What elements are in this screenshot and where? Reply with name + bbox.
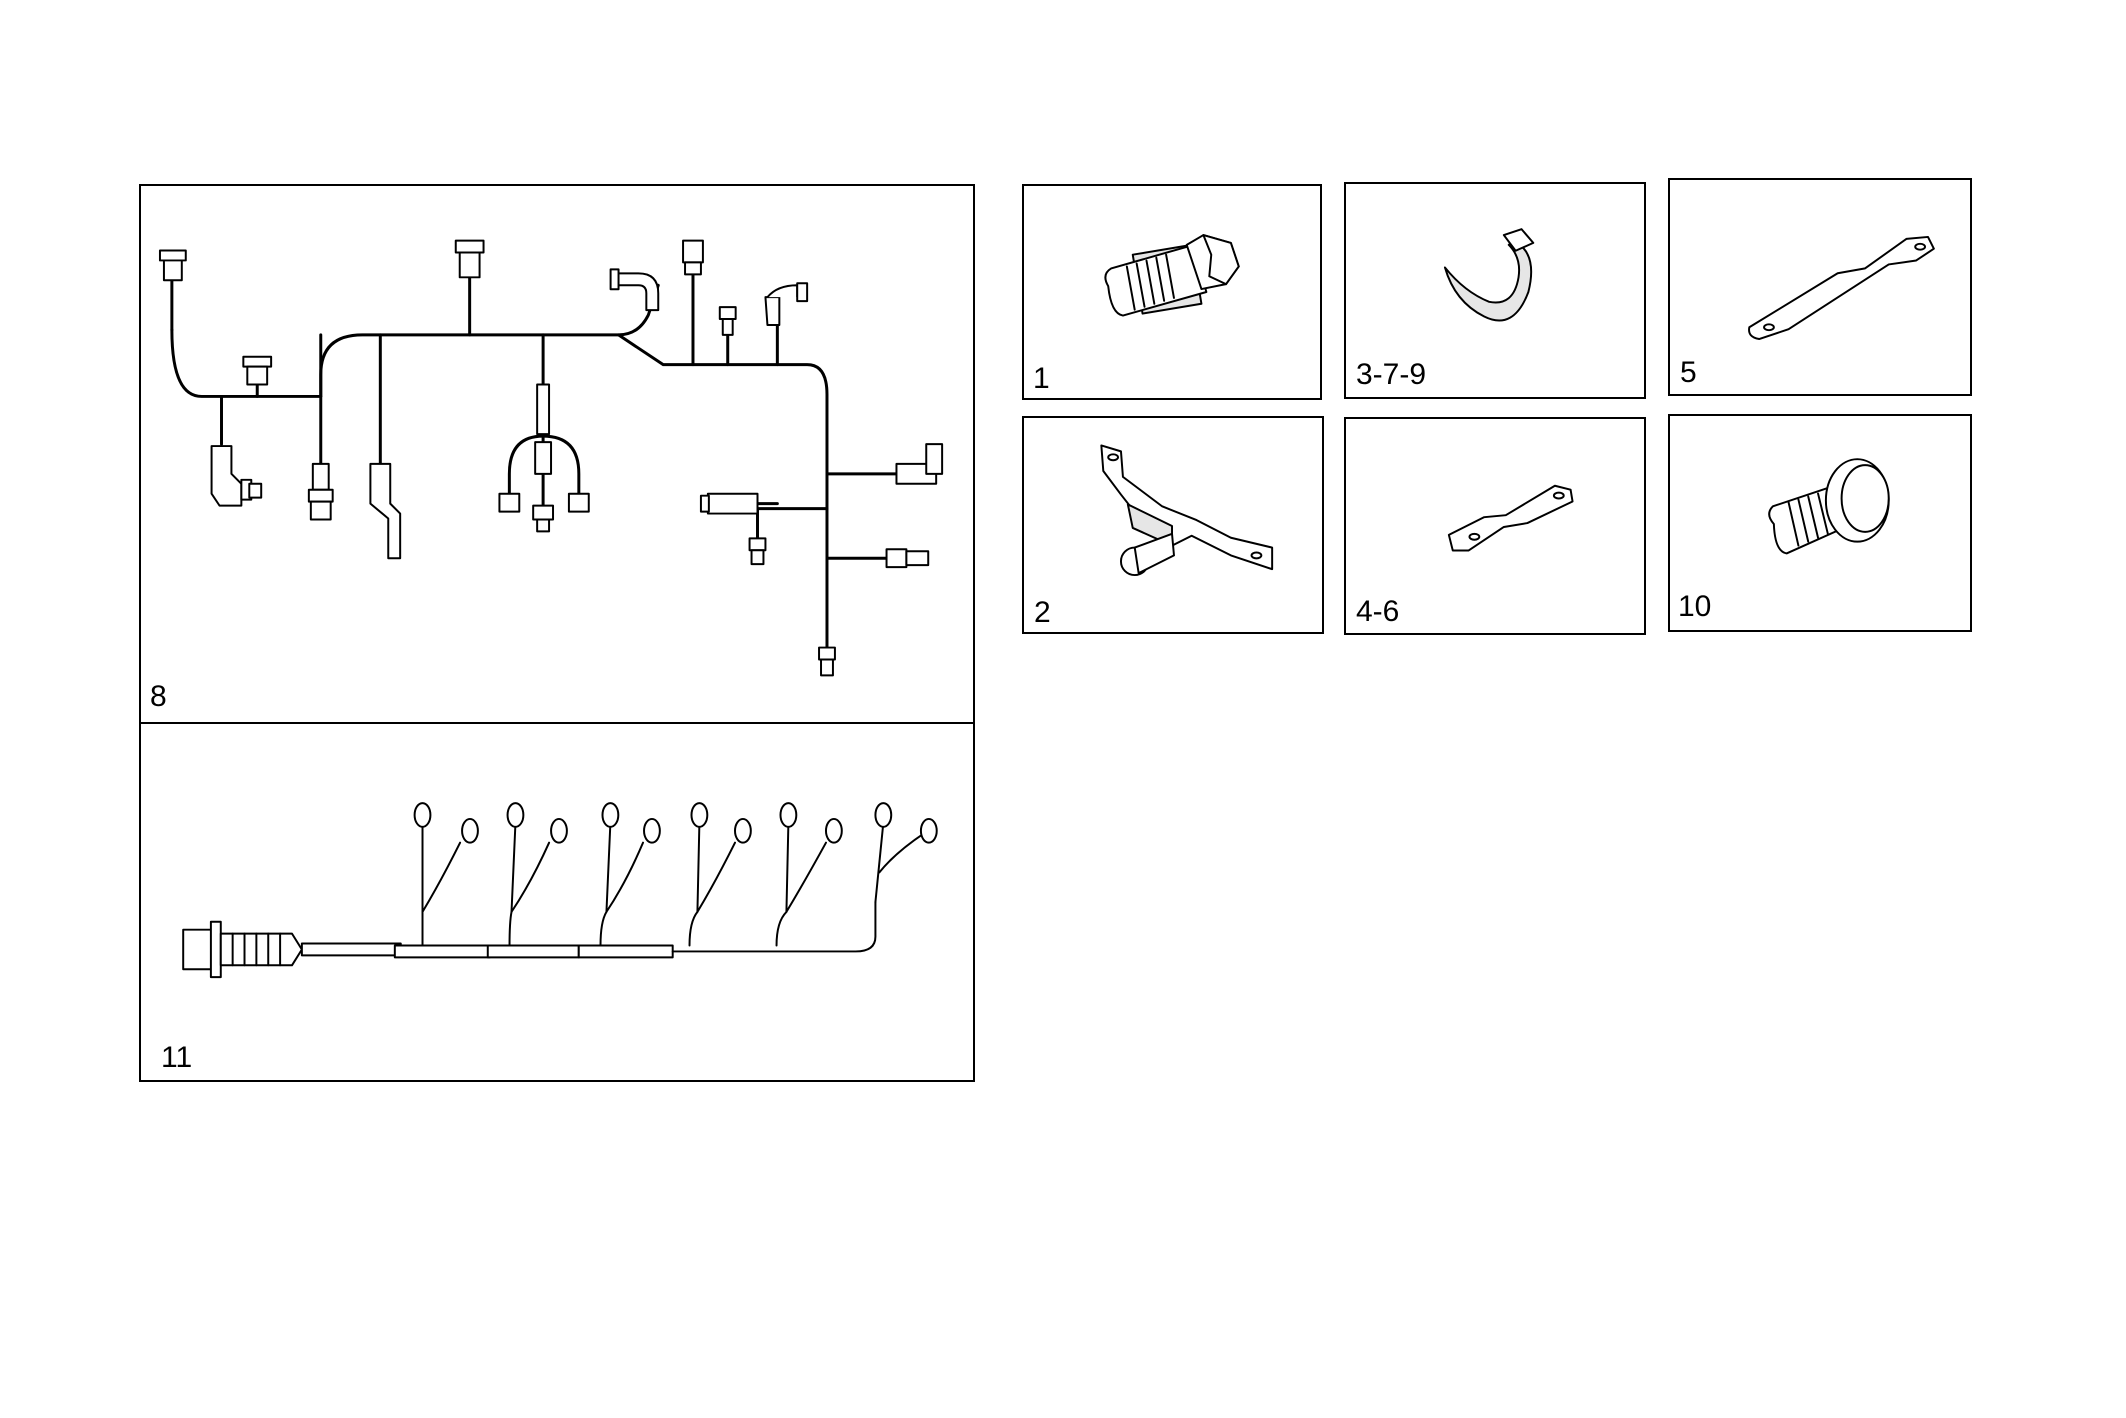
formed-bracket-icon [1100,444,1274,577]
panel-label: 4-6 [1356,595,1400,628]
panel-label: 2 [1034,596,1051,629]
hex-bolt-icon [1104,234,1240,317]
wiring-harness-icon [158,239,944,677]
panel-cable-tie: 3-7-9 [1344,182,1646,399]
panel-label: 11 [161,1041,193,1074]
round-head-bolt-icon [1768,458,1890,555]
flat-bracket-icon [1447,484,1574,552]
panel-round-head-bolt: 10 [1668,414,1972,632]
panel-wiring-harness: 8 [139,184,975,724]
panel-label: 1 [1033,362,1050,395]
panel-label: 10 [1678,590,1712,623]
panel-formed-bracket: 2 [1022,416,1324,634]
panel-sensor-cable: 11 [139,722,975,1082]
panel-label: 3-7-9 [1356,358,1427,391]
panel-flat-bracket-long: 5 [1668,178,1972,396]
panel-flat-bracket-short: 4-6 [1344,417,1646,635]
panel-hex-bolt: 1 [1022,184,1322,400]
panel-label: 5 [1680,356,1697,389]
flat-bracket-icon [1748,235,1935,341]
panel-label: 8 [150,680,167,713]
cable-tie-icon [1443,228,1535,322]
sensor-cable-icon [182,802,938,979]
